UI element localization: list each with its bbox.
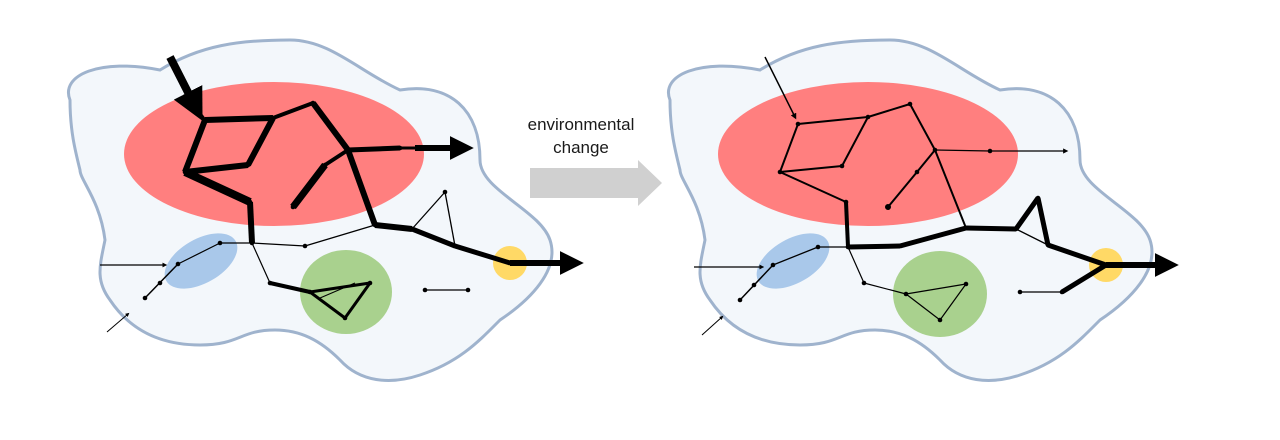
transition-label-line2: change [553,138,609,157]
network-nodes-after [737,101,1109,323]
blue-region-before [164,233,238,289]
network-edges-before [100,55,584,333]
red-region-after [718,82,1018,226]
green-region-before [300,250,392,334]
network-edges-after [694,56,1179,336]
blue-region-after [756,233,830,289]
transition-label: environmental change [506,113,656,159]
red-region-before [124,82,424,226]
green-region-after [893,251,987,337]
cell-after [667,38,1179,382]
transition-arrow [530,160,662,206]
cell-before [67,38,584,382]
network-nodes-before [142,100,513,321]
transition-label-line1: environmental [527,115,635,134]
